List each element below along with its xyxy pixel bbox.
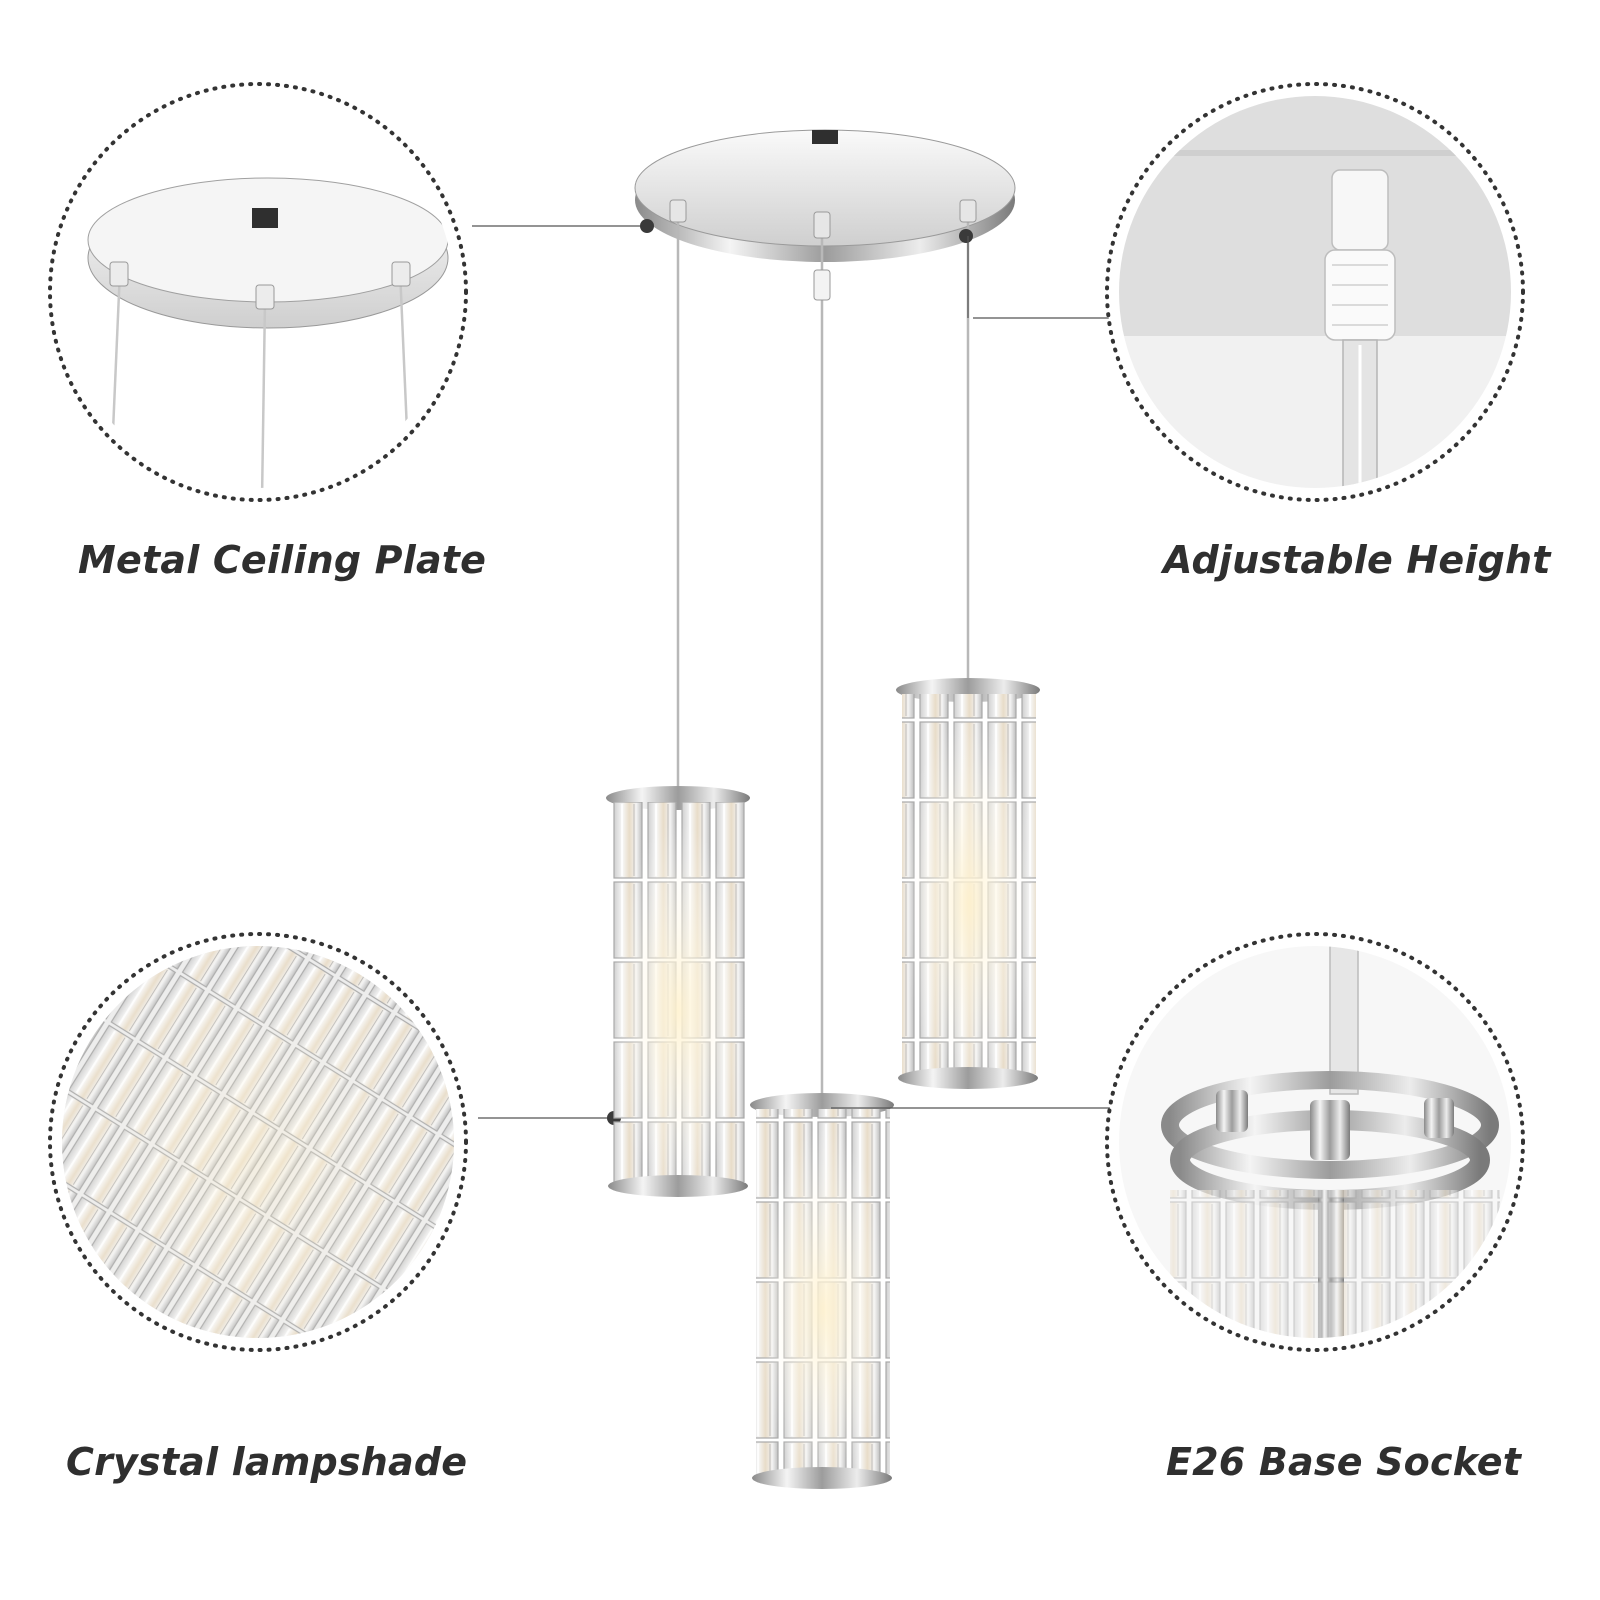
detail-ceiling-plate <box>48 82 468 502</box>
center-pendant <box>750 1093 894 1489</box>
callout-lines <box>472 225 1110 1119</box>
pendant-fixture <box>606 129 1040 1489</box>
feature-label-base-socket: E26 Base Socket <box>1166 1440 1522 1484</box>
feature-label-ceiling-plate: Metal Ceiling Plate <box>78 538 487 582</box>
cord-grips <box>669 199 977 301</box>
left-pendant <box>606 786 750 1197</box>
ceiling-plate <box>634 129 1016 262</box>
detail-crystal-lampshade <box>48 932 468 1352</box>
detail-base-socket <box>1105 932 1525 1352</box>
feature-label-crystal-lampshade: Crystal lampshade <box>66 1440 468 1484</box>
feature-label-adjustable-height: Adjustable Height <box>1163 538 1551 582</box>
detail-adjustable-height <box>1105 82 1525 502</box>
right-pendant <box>896 678 1040 1089</box>
